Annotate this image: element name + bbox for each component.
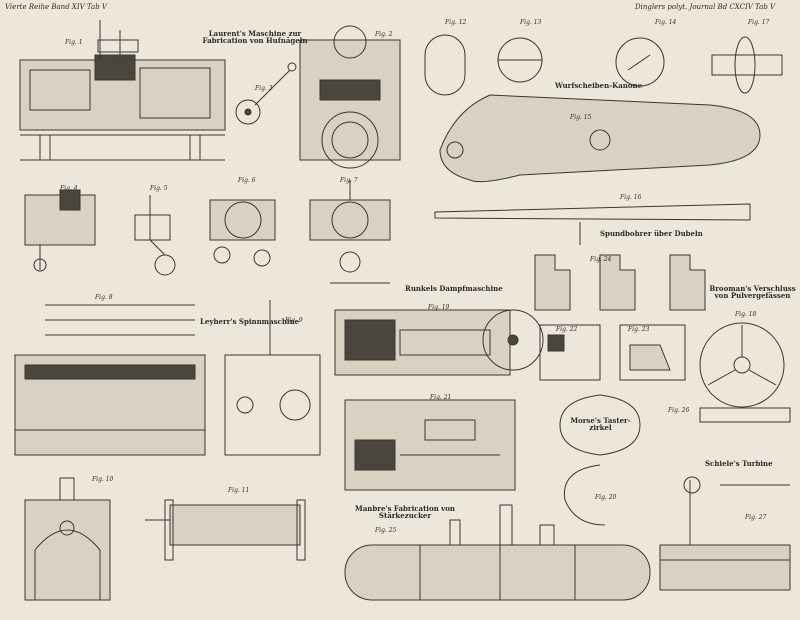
fig-label-11: Fig. 11 xyxy=(228,487,250,494)
fig-label-19: Fig. 19 xyxy=(428,304,450,311)
fig-label-4: Fig. 4 xyxy=(60,185,78,192)
title-runkel: Runkels Dampfmaschine xyxy=(405,284,503,293)
fig-label-13: Fig. 13 xyxy=(520,19,542,26)
title-leyherr: Leyherr's Spinnmaschine xyxy=(200,317,300,326)
title-manbre: Manbre's Fabrication von Stärkezucker xyxy=(354,504,455,520)
plate-header-left: Vierte Reihe Band XIV Tab V xyxy=(5,3,107,11)
fig-label-2: Fig. 2 xyxy=(375,31,393,38)
fig-label-26: Fig. 26 xyxy=(668,407,690,414)
fig-label-6: Fig. 6 xyxy=(238,177,256,184)
cannon-barrel-drawing xyxy=(439,94,761,183)
steam-engine-plan-drawing xyxy=(344,399,516,491)
gear-frame-drawing xyxy=(299,25,401,169)
fig-label-18: Fig. 18 xyxy=(735,311,757,318)
lever-detail-drawing xyxy=(235,62,297,125)
turbine-drawing xyxy=(659,476,791,591)
fig-label-12: Fig. 12 xyxy=(445,19,467,26)
fig4-mechanism-drawing xyxy=(24,189,96,272)
fig-label-17: Fig. 17 xyxy=(748,19,770,26)
title-spundbohrer: Spundbohrer über Dubeln xyxy=(600,229,703,238)
fig-label-21: Fig. 21 xyxy=(430,394,452,401)
fig-label-23: Fig. 23 xyxy=(628,326,650,333)
fig11-roller-drawing xyxy=(145,499,306,561)
spinning-machine-drawing xyxy=(14,300,321,456)
title-laurent: Laurent's Maschine zur Fabrication von H… xyxy=(202,29,308,45)
boiler-drawing xyxy=(344,504,651,601)
plate-header-right: Dinglers polyt. Journal Bd CXCIV Tab V xyxy=(635,3,776,11)
vessel-seal-profiles-drawing xyxy=(534,254,706,311)
fig5-lever-drawing xyxy=(134,195,176,276)
fig-label-16: Fig. 16 xyxy=(620,194,642,201)
title-wurfscheiben: Wurfscheiben-Kanone xyxy=(555,81,643,90)
calipers-drawing xyxy=(559,394,641,526)
fig-label-9: Fig. 9 xyxy=(285,317,303,324)
title-morse: Morse's Taster-zirkel xyxy=(570,416,631,432)
cannon-parts-drawing xyxy=(424,34,783,96)
fig-label-5: Fig. 5 xyxy=(150,185,168,192)
fig-label-14: Fig. 14 xyxy=(655,19,677,26)
fig-label-22: Fig. 22 xyxy=(556,326,578,333)
seal-detail-drawing xyxy=(539,324,686,381)
fig-label-1: Fig. 1 xyxy=(65,39,83,46)
fig7-assembly-drawing xyxy=(309,180,391,273)
fig-label-7: Fig. 7 xyxy=(340,177,358,184)
laurent-machine-drawing xyxy=(19,20,226,161)
bung-tool-drawing xyxy=(434,203,751,245)
fig-label-3: Fig. 3 xyxy=(255,85,273,92)
fig-label-25: Fig. 25 xyxy=(375,527,397,534)
fig10-frame-drawing xyxy=(24,477,111,601)
fig-label-24: Fig. 24 xyxy=(590,256,612,263)
fig6-assembly-drawing xyxy=(209,199,276,267)
turbine-wheel-drawing xyxy=(699,322,791,423)
fig-label-10: Fig. 10 xyxy=(92,476,114,483)
title-schiele: Schiele's Turbine xyxy=(705,459,773,468)
fig-label-8: Fig. 8 xyxy=(95,294,113,301)
fig-label-27: Fig. 27 xyxy=(745,514,767,521)
title-brooman: Brooman's Verschluss von Pulvergefässen xyxy=(709,284,796,300)
fig-label-15: Fig. 15 xyxy=(570,114,592,121)
steam-engine-side-drawing xyxy=(334,309,544,376)
fig-label-20: Fig. 20 xyxy=(595,494,617,501)
